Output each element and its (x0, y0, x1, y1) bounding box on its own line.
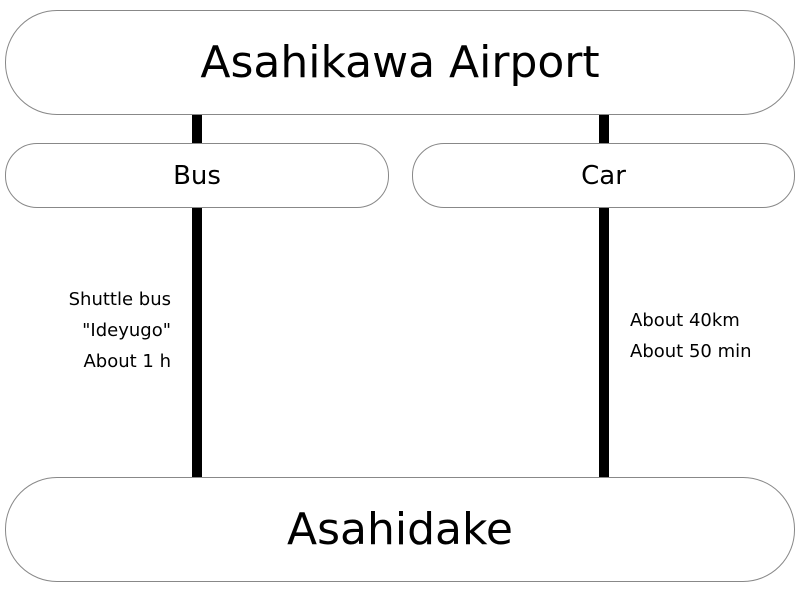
car-detail-line: About 40km (630, 310, 740, 331)
bus-box: Bus (5, 143, 389, 208)
car-details: About 40km About 50 min (630, 305, 752, 367)
bus-label: Bus (173, 160, 221, 191)
car-box: Car (412, 143, 795, 208)
origin-label: Asahikawa Airport (200, 37, 600, 88)
bus-detail-line: "Ideyugo" (82, 320, 171, 341)
origin-box: Asahikawa Airport (5, 10, 795, 115)
bus-detail-line: About 1 h (83, 351, 171, 372)
destination-label: Asahidake (287, 504, 513, 555)
car-detail-line: About 50 min (630, 341, 752, 362)
destination-box: Asahidake (5, 477, 795, 582)
bus-route-line (192, 114, 202, 478)
bus-details: Shuttle bus "Ideyugo" About 1 h (69, 284, 171, 377)
bus-detail-line: Shuttle bus (68, 289, 171, 310)
car-route-line (599, 114, 609, 478)
car-label: Car (581, 160, 626, 191)
